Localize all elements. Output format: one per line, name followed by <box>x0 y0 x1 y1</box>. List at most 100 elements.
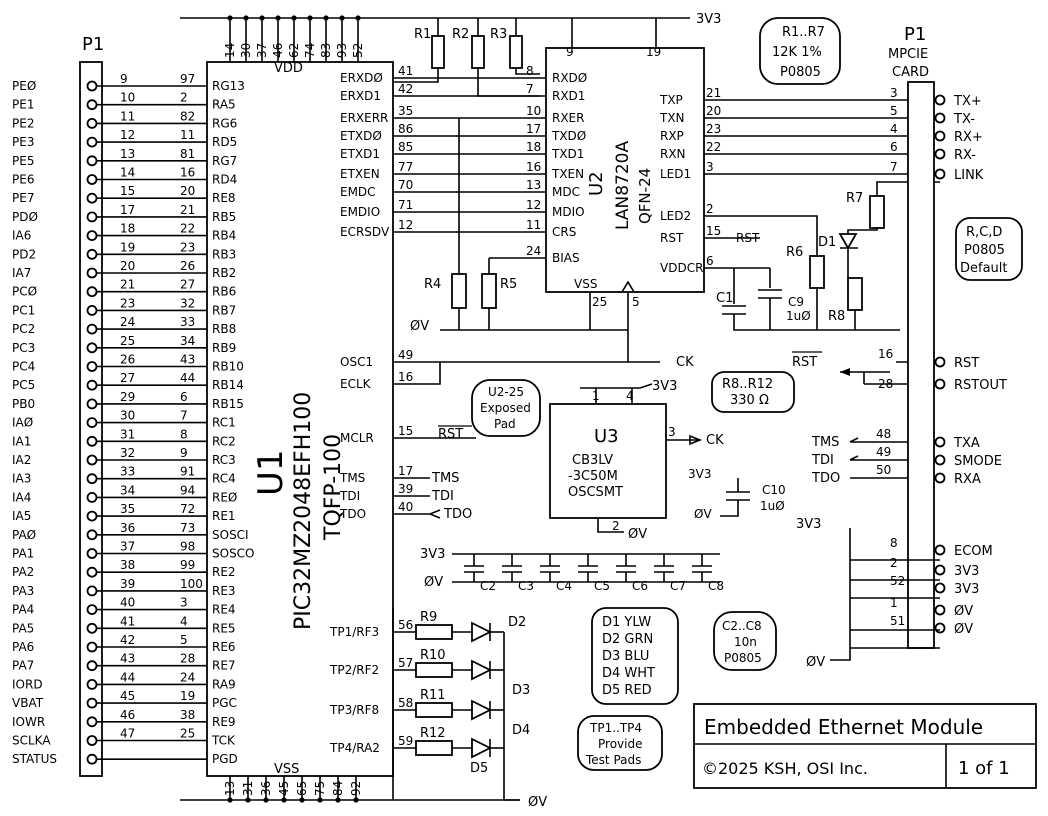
note-led-1: D1 YLW <box>602 615 651 630</box>
ck-net-label: CK <box>676 355 694 370</box>
p1-left-signal: STATUS <box>12 752 57 766</box>
p1-left-signal: PD2 <box>12 247 36 261</box>
p1-right-signal: 3V3 <box>954 582 979 597</box>
p1-left-pin-circle <box>86 529 98 541</box>
p1-left-signal: SCLKA <box>12 734 51 748</box>
decap-label: C6 <box>632 579 648 593</box>
u1-package: TQFP-100 <box>321 434 346 541</box>
bias-resistors: R4 R5 ØV <box>410 118 628 334</box>
u1-bottom-pin-number: 45 <box>277 781 291 796</box>
u1-right-pin-name: TMS <box>339 471 365 485</box>
u1-top-pin-number: 14 <box>223 43 237 58</box>
decap-label: C5 <box>594 579 610 593</box>
p1-left-pin-circle <box>86 510 98 522</box>
u1-left-pin-name: RD5 <box>212 135 237 149</box>
u2-right-pin-number: 22 <box>706 140 721 154</box>
u2-left-pin-name: TXDØ <box>551 129 586 143</box>
u1-left-pin-number: 34 <box>180 334 195 348</box>
u1-left-pin-number: 7 <box>180 409 188 423</box>
p1-right-pin-number: 8 <box>890 536 898 550</box>
p1-right-sub-1: MPCIE <box>888 47 928 62</box>
u1-right-pin-name: MCLR <box>340 431 374 445</box>
p1-left-pin-circle <box>86 361 98 372</box>
p1-left-pin-number: 26 <box>120 353 135 367</box>
p1r-pin-48: 48 <box>876 427 891 441</box>
u1-left-pin-number: 9 <box>180 446 188 460</box>
u2-left-pin-number: 12 <box>526 198 541 212</box>
u2-left-pin-number: 8 <box>526 64 534 78</box>
tp-pin-number: 57 <box>398 656 413 670</box>
u2-left-pin-number: 11 <box>526 218 541 232</box>
decap-label: C7 <box>670 579 686 593</box>
p1-left-signal: PE2 <box>12 116 34 130</box>
p1-left-pin-circle <box>86 435 98 447</box>
p1-right-pin-number: 3 <box>890 86 898 100</box>
u1-left-pin-name: RB14 <box>212 378 244 392</box>
tp-led <box>471 621 493 643</box>
r4-symbol <box>451 273 467 309</box>
u1-left-pin-number: 5 <box>180 633 188 647</box>
u2-left-pin-number: 24 <box>526 244 541 258</box>
p1-right-connector: P1 MPCIE CARD TX+3TX-5RX+4RX-6LINK7RSTRS… <box>796 24 1007 670</box>
tp-led-label: D2 <box>508 615 526 630</box>
u1-left-pin-number: 24 <box>180 670 195 684</box>
p1-left-pin-circle <box>86 99 98 111</box>
u1-bottom-pin-number: 65 <box>295 781 309 796</box>
u1-body <box>206 61 394 777</box>
u2-body <box>545 47 705 293</box>
p1-right-signal: ECOM <box>954 544 993 559</box>
p1-left-pin-number: 30 <box>120 409 135 423</box>
u1-left-pin-name: PGD <box>212 752 238 766</box>
u1-part: PIC32MZ2048EFH100 <box>291 392 316 630</box>
p1-left-pin-circle <box>86 192 98 204</box>
u2-left-pin-name: TXD1 <box>551 147 584 161</box>
p1-left-pin-number: 29 <box>120 390 135 404</box>
p1-left-pin-circle <box>86 566 98 578</box>
u1-right-pin-name: EMDC <box>340 185 376 199</box>
u1-left-pin-number: 19 <box>180 689 195 703</box>
p1-right-pin-circle <box>934 454 946 466</box>
p1-right-pin-number: 7 <box>890 160 898 174</box>
u1-left-pin-number: 72 <box>180 502 195 516</box>
decap-v33: 3V3 <box>420 547 445 562</box>
p1-left-signal: IA7 <box>12 266 31 280</box>
tp-led-label: D4 <box>512 723 530 738</box>
p1-left-signal: PE6 <box>12 173 34 187</box>
u1-left-pin-number: 27 <box>180 278 195 292</box>
p1-left-pin-number: 46 <box>120 708 135 722</box>
u2-right-pin-name: RST <box>660 231 684 245</box>
phy-aux: C1 C9 1uØ R6 R8 R7 D1 <box>704 181 940 331</box>
tp-led <box>471 659 493 681</box>
p1-left-signal: PEØ <box>12 79 36 93</box>
u2-right-pin-number: 20 <box>706 104 721 118</box>
note-r-3: P0805 <box>780 65 821 80</box>
u1-left-pin-number: 73 <box>180 521 195 535</box>
decap-label: C4 <box>556 579 572 593</box>
u1-left-pin-name: RC3 <box>212 453 236 467</box>
p1-left-pin-circle <box>86 155 98 167</box>
p1-left-pin-number: 27 <box>120 371 135 385</box>
u1-left-pin-number: 16 <box>180 166 195 180</box>
tp-resistor <box>415 662 453 678</box>
p1-right-pin-number: 51 <box>890 614 905 628</box>
p1-left-pin-circle <box>86 174 98 185</box>
u2-left-pin-number: 18 <box>526 140 541 154</box>
p1r-v33-bus: 3V3 <box>796 517 821 532</box>
p1-right-signal: ØV <box>954 604 973 619</box>
p1-left-pin-circle <box>86 622 98 634</box>
note-u2-pad: U2-25 Exposed Pad <box>471 379 541 437</box>
u1-left-pin-name: RE9 <box>212 715 236 729</box>
u2-right-pin-name: RXP <box>660 129 684 143</box>
u2-left-pin-name: MDIO <box>552 205 585 219</box>
u2-pin-19: 19 <box>646 45 661 59</box>
note-tp-3: Test Pads <box>585 753 641 767</box>
u1-bottom-pin-number: 31 <box>241 781 255 796</box>
p1-left-signal: PB0 <box>12 397 35 411</box>
r2-symbol <box>471 35 485 69</box>
u1-left-pin-name: RE4 <box>212 603 236 617</box>
p1-right-pin-circle <box>934 472 946 484</box>
u1-left-pin-number: 21 <box>180 203 195 217</box>
u1-right-pin-number: 17 <box>398 464 413 478</box>
p1-left-signal: PA1 <box>12 547 34 561</box>
p1-right-pin-circle <box>934 130 946 142</box>
